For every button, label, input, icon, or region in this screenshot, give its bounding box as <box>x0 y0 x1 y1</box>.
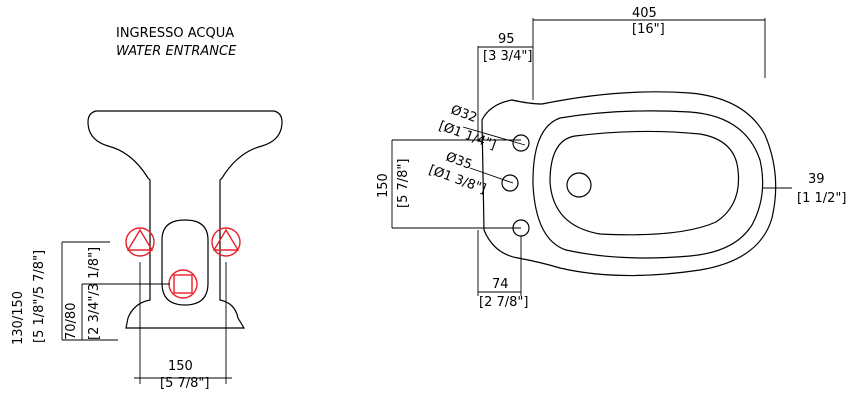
top-tap-offset-dim-in: [3 3/4"] <box>483 49 532 64</box>
top-length-dim: 405 <box>632 6 657 21</box>
front-drain-slot <box>161 219 209 306</box>
top-hole-spacing-dim: 150 <box>376 173 391 198</box>
top-inner-rim <box>532 110 764 259</box>
top-drain-icon <box>566 172 592 198</box>
top-body-outline <box>481 91 777 277</box>
water-entrance-label-it: Ingresso acqua <box>116 26 234 41</box>
front-height-dim: 130/150 <box>11 291 26 345</box>
drain-outlet-icon <box>168 269 198 299</box>
top-view <box>391 18 792 296</box>
tap-hole-1-icon <box>512 134 530 152</box>
front-width-dim: 150 <box>168 359 193 374</box>
front-drain-dim: 70/80 <box>64 303 79 340</box>
front-view <box>61 110 283 384</box>
front-bowl-outline <box>87 110 283 329</box>
top-hole-spacing-dim-in: [5 7/8"] <box>396 159 411 208</box>
top-rear-offset-dim-in: [2 7/8"] <box>479 295 528 310</box>
water-inlet-right-icon <box>211 227 241 257</box>
top-rim-dim-in: [1 1/2"] <box>797 191 846 206</box>
top-inner-basin <box>549 130 740 236</box>
top-rim-dim: 39 <box>808 172 825 187</box>
top-length-dim-in: [16"] <box>632 22 665 37</box>
front-drain-dim-in: [2 3/4"/3 1/8"] <box>87 247 102 340</box>
water-entrance-label-en: Water entrance <box>116 44 237 59</box>
tap-hole-2-icon <box>501 174 519 192</box>
top-hole1-dim-in: [Ø1 1/4"] <box>437 119 498 154</box>
water-inlet-left-icon <box>125 227 155 257</box>
top-tap-offset-dim: 95 <box>498 32 515 47</box>
top-rear-offset-dim: 74 <box>492 277 509 292</box>
front-width-dim-in: [5 7/8"] <box>160 376 209 391</box>
front-height-dim-in: [5 1/8"/5 7/8"] <box>32 250 47 343</box>
